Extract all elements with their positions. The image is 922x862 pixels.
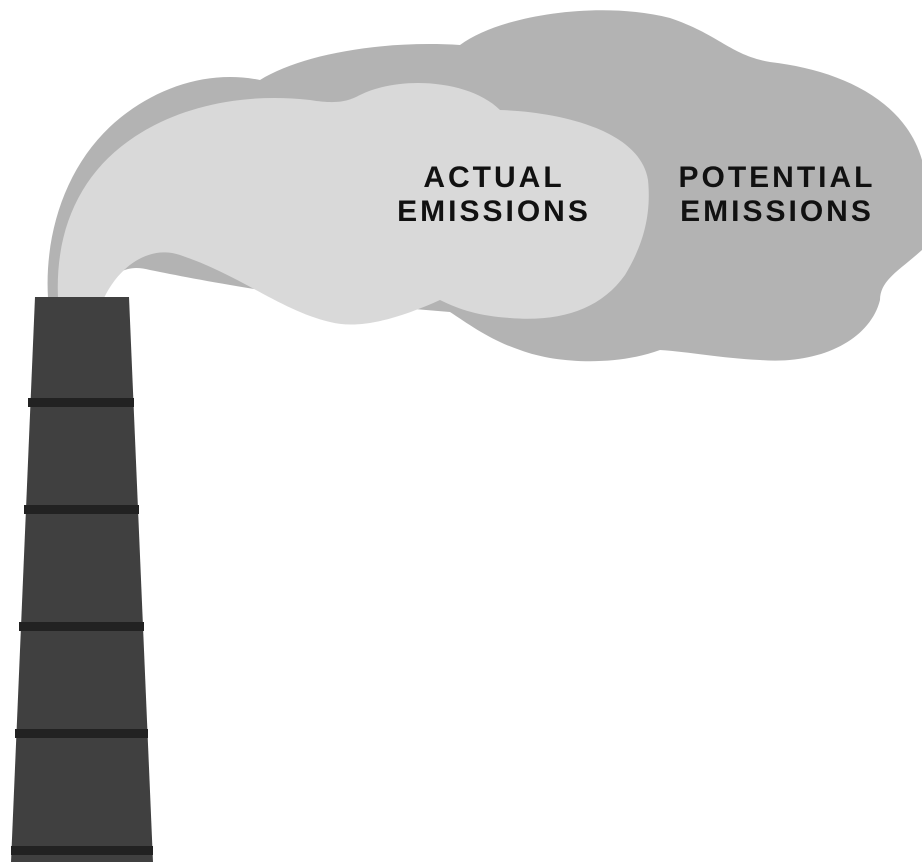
smokestack-body bbox=[11, 297, 153, 862]
actual-emissions-label: ACTUAL EMISSIONS bbox=[397, 161, 591, 228]
potential-label-line2: EMISSIONS bbox=[680, 195, 874, 228]
actual-label-line1: ACTUAL bbox=[423, 161, 564, 194]
smokestack-band-3 bbox=[19, 622, 144, 631]
smokestack-band-1 bbox=[28, 398, 134, 407]
smokestack-band-2 bbox=[24, 505, 139, 514]
actual-cloud-shape bbox=[57, 83, 649, 325]
smokestack bbox=[11, 297, 153, 862]
smokestack-band-4 bbox=[15, 729, 148, 738]
potential-emissions-label: POTENTIAL EMISSIONS bbox=[679, 161, 876, 228]
smokestack-band-5 bbox=[11, 846, 153, 855]
potential-label-line1: POTENTIAL bbox=[679, 161, 876, 194]
actual-label-line2: EMISSIONS bbox=[397, 195, 591, 228]
actual-emissions-cloud bbox=[57, 83, 649, 325]
